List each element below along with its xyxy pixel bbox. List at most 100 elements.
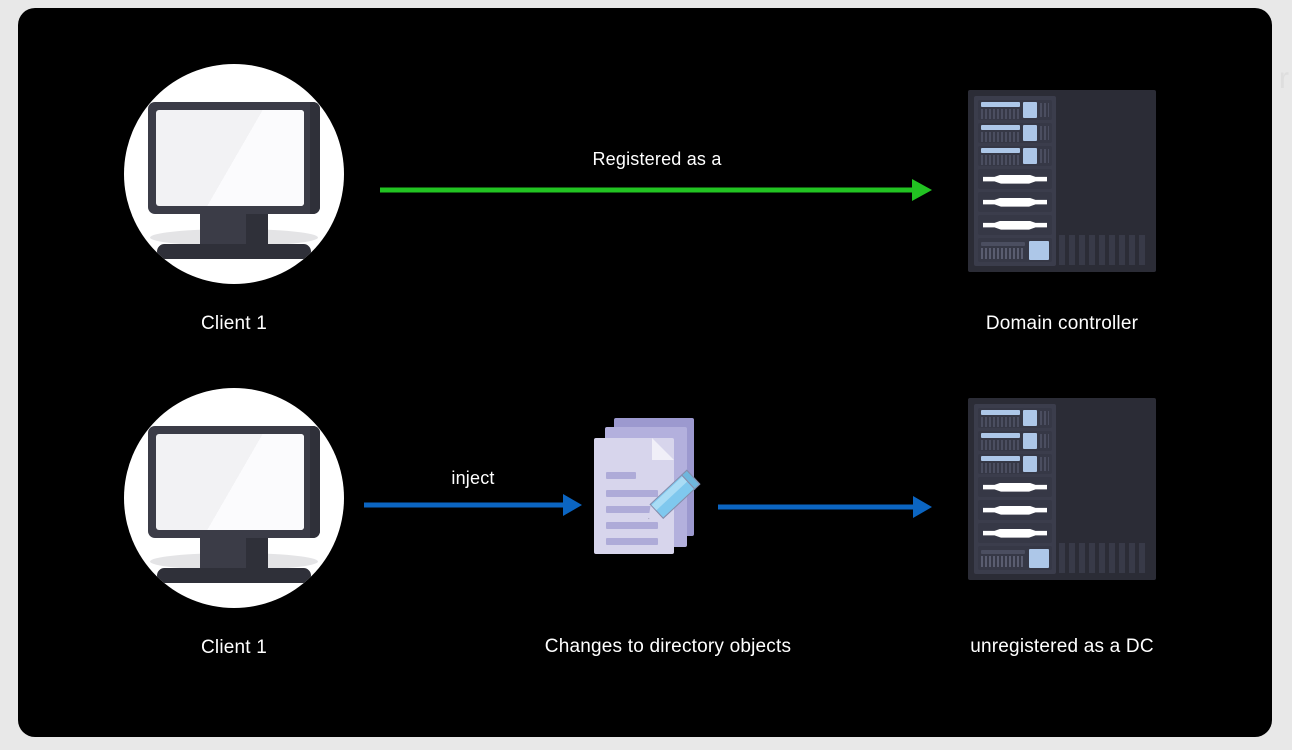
node-directory-changes [592, 418, 701, 556]
arrow-inject-head [563, 494, 582, 516]
rack-unit-column [974, 404, 1056, 574]
rack-vents [1059, 235, 1149, 265]
document-text-line [606, 490, 658, 497]
rack-unit-topbar [981, 101, 1020, 107]
rack-unit-topbar [981, 147, 1020, 153]
rack-drive-handle [983, 528, 1047, 538]
rack-unit-grill [981, 439, 1020, 450]
document-text-line [606, 506, 658, 513]
rack-unit-indicator [1023, 102, 1037, 119]
caption-directory-changes: Changes to directory objects [544, 636, 792, 657]
rack-unit-base [978, 546, 1052, 571]
rack-unit-drive [978, 169, 1052, 190]
arrow-to-server-head [913, 496, 932, 518]
rack-unit-blue [978, 408, 1052, 429]
arrow-registered [380, 178, 932, 202]
monitor-glare [156, 110, 304, 206]
rack-drive-handle [983, 174, 1047, 184]
rack-unit-ticks [1040, 149, 1049, 164]
rack-vents [1059, 543, 1149, 573]
arrow-registered-line [380, 187, 920, 193]
server-rack-icon [968, 90, 1156, 272]
rack-unit-drive [978, 215, 1052, 236]
rack-unit-drive [978, 523, 1052, 544]
rack-unit-blue [978, 146, 1052, 167]
monitor-stand-base [157, 568, 311, 583]
rack-unit-blue [978, 100, 1052, 121]
rack-base-grill [981, 247, 1025, 259]
rack-unit-ticks [1040, 434, 1049, 449]
rack-unit-ticks [1040, 411, 1049, 426]
rack-unit-drive [978, 477, 1052, 498]
rack-unit-topbar [981, 409, 1020, 415]
document-text-line [606, 472, 636, 479]
rack-unit-drive [978, 500, 1052, 521]
monitor-frame-edge [310, 426, 320, 538]
rack-base-indicator [1029, 548, 1049, 568]
arrow-inject [364, 494, 582, 516]
monitor-stand-neck-highlight [200, 214, 246, 247]
rack-base-indicator [1029, 240, 1049, 260]
monitor-stand-neck-highlight [200, 538, 246, 571]
rack-unit-blue [978, 123, 1052, 144]
rack-unit-bars [981, 124, 1020, 142]
monitor-frame-edge [310, 102, 320, 214]
rack-unit-bars [981, 455, 1020, 473]
monitor-frame [148, 102, 320, 214]
arrow-to-server-line [718, 504, 920, 510]
rack-unit-topbar [981, 455, 1020, 461]
rack-drive-handle [983, 505, 1047, 515]
monitor-stand-neck [200, 538, 268, 571]
arrow-label-inject: inject [451, 468, 495, 488]
rack-unit-indicator [1023, 125, 1037, 142]
rack-unit-grill [981, 416, 1020, 427]
edge-text-fragment: r [1279, 62, 1290, 95]
diagram-panel: Client 1 Registered as a [18, 8, 1272, 737]
monitor-stand-neck [200, 214, 268, 247]
rack-unit-topbar [981, 432, 1020, 438]
monitor-screen [156, 110, 304, 206]
document-text-line [606, 522, 658, 529]
rack-unit-indicator [1023, 433, 1037, 450]
arrow-label-registered: Registered as a [592, 149, 722, 169]
rack-unit-grill [981, 462, 1020, 473]
arrow-to-server [718, 496, 932, 518]
monitor-frame [148, 426, 320, 538]
arrow-registered-head [912, 179, 932, 201]
node-client-1-bottom [124, 388, 344, 608]
node-domain-controller [968, 90, 1156, 272]
rack-unit-bars [981, 432, 1020, 450]
monitor-screen [156, 434, 304, 530]
rack-base-bars [981, 549, 1025, 567]
document-fold-corner [652, 438, 674, 460]
server-rack-icon [968, 398, 1156, 580]
monitor-glare [156, 434, 304, 530]
caption-client-1-top: Client 1 [200, 313, 268, 334]
rack-unit-indicator [1023, 148, 1037, 165]
arrow-inject-line [364, 502, 570, 508]
rack-unit-blue [978, 431, 1052, 452]
rack-unit-grill [981, 108, 1020, 119]
rack-unit-bars [981, 101, 1020, 119]
rack-unit-bars [981, 409, 1020, 427]
monitor-icon [124, 388, 344, 608]
monitor-stand-base [157, 244, 311, 259]
rack-unit-drive [978, 192, 1052, 213]
rack-drive-handle [983, 220, 1047, 230]
rack-unit-column [974, 96, 1056, 266]
document-text-line [606, 538, 658, 545]
rack-unit-topbar [981, 124, 1020, 130]
rack-drive-handle [983, 197, 1047, 207]
monitor-icon [124, 64, 344, 284]
rack-drive-handle [983, 482, 1047, 492]
rack-base-line [981, 549, 1025, 554]
rack-unit-ticks [1040, 103, 1049, 118]
rack-base-bars [981, 241, 1025, 259]
rack-unit-grill [981, 131, 1020, 142]
node-unregistered-dc [968, 398, 1156, 580]
rack-base-grill [981, 555, 1025, 567]
caption-domain-controller: Domain controller [985, 313, 1139, 334]
rack-unit-ticks [1040, 457, 1049, 472]
caption-client-1-bottom: Client 1 [200, 637, 268, 658]
